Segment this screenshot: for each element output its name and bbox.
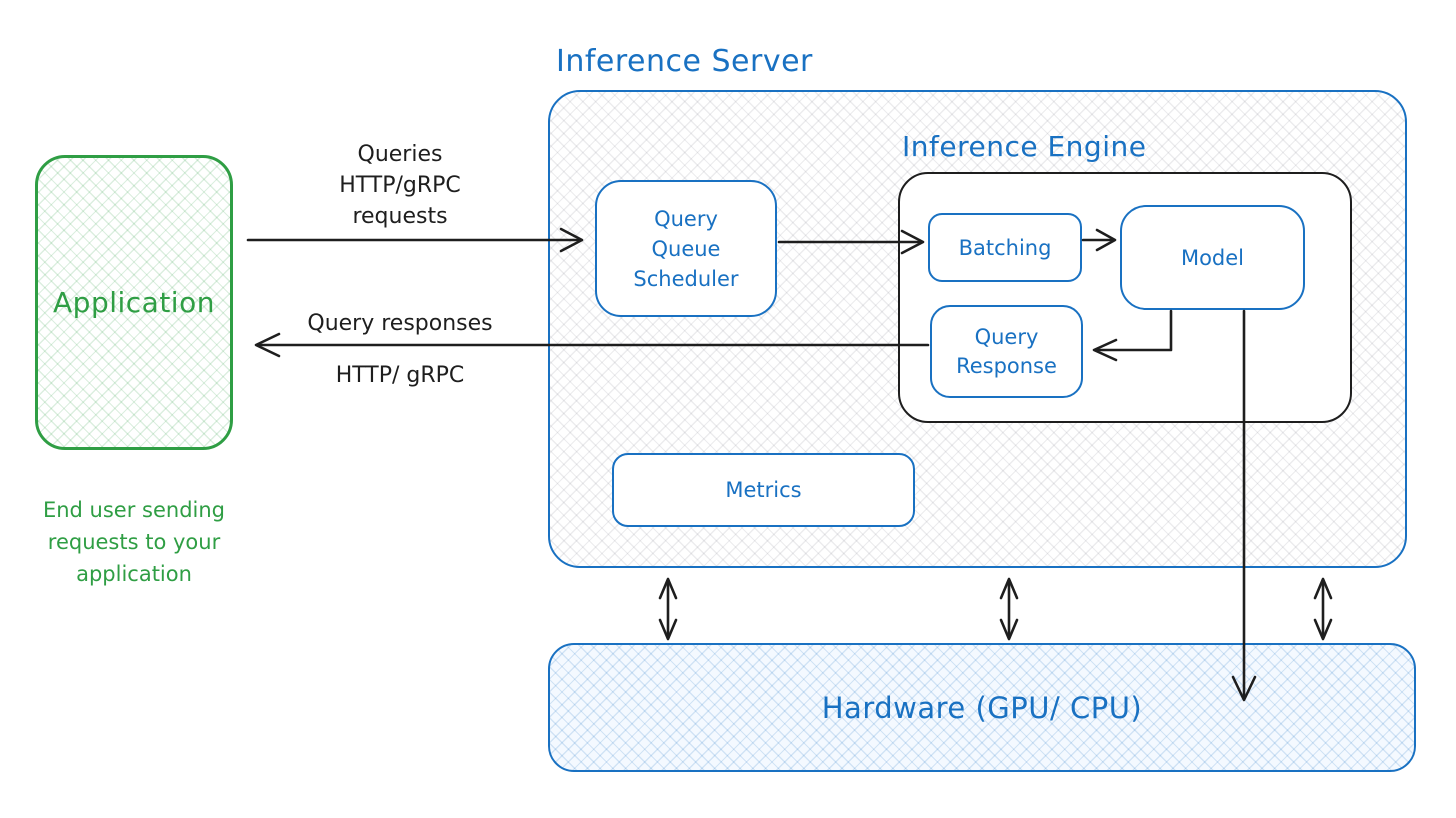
caption-line: End user sending [42,498,226,522]
batching-box: Batching [928,213,1082,282]
server-hardware-double-arrow-left [658,577,678,641]
application-label: Application [53,286,215,319]
qr-line: Response [956,353,1057,378]
hardware-box: Hardware (GPU/ CPU) [548,643,1416,772]
model-box: Model [1120,205,1305,310]
inference-server-title: Inference Server [556,44,813,79]
query-queue-scheduler-label: Query Queue Scheduler [633,204,738,294]
caption-line: requests to your [47,530,221,554]
qqs-line: Scheduler [633,266,739,291]
queries-label-line: HTTP/gRPC [339,173,461,198]
queries-arrow-label: Queries HTTP/gRPC requests [290,139,510,232]
query-queue-scheduler-box: Query Queue Scheduler [595,180,777,317]
metrics-label: Metrics [725,478,802,502]
batching-label: Batching [958,235,1052,260]
qr-line: Query [974,324,1039,349]
qqs-line: Query [654,206,718,231]
responses-arrow-label-top: Query responses [307,311,493,336]
responses-arrow-label-bottom: HTTP/ gRPC [335,363,465,388]
queries-label-line: Queries [357,142,443,167]
model-label: Model [1180,245,1245,270]
inference-engine-title: Inference Engine [902,130,1147,163]
metrics-box: Metrics [612,453,915,527]
server-hardware-double-arrow-right [1313,577,1333,641]
caption-line: application [76,562,192,586]
query-response-box: Query Response [930,305,1083,398]
server-hardware-double-arrow-middle [999,577,1019,641]
end-user-caption: End user sending requests to your applic… [14,494,254,590]
query-response-label: Query Response [956,323,1057,381]
qqs-line: Queue [651,236,721,261]
hardware-label: Hardware (GPU/ CPU) [821,690,1143,725]
queries-arrow [246,227,584,253]
queries-label-line: requests [352,204,448,229]
application-box: Application [35,155,233,450]
